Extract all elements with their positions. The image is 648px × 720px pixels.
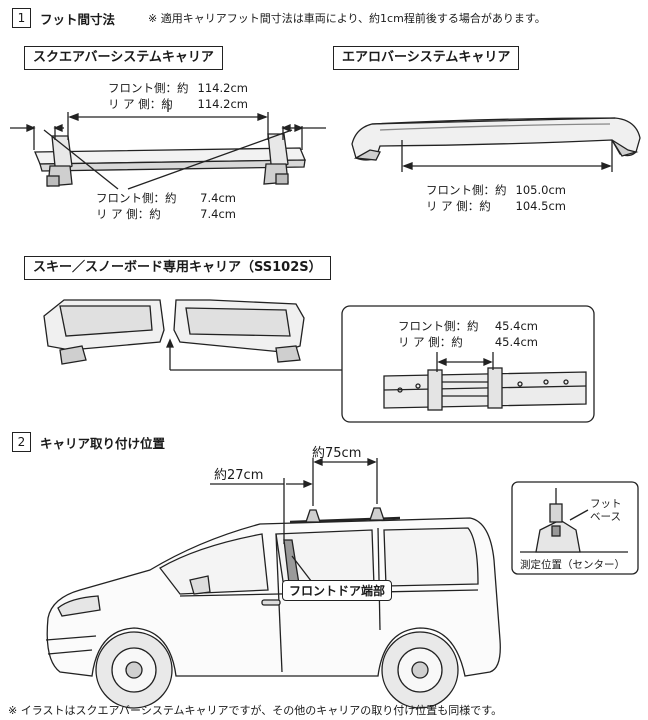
footer-note: ※ イラストはスクエアバーシステムキャリアですが、その他のキャリアの取り付け位置… [8,704,503,717]
square-inner-front-value: 7.4cm [200,191,236,205]
aero-measure: フロント側：約 105.0cm リ ア 側：約 104.5cm [426,182,566,214]
ski-rear-label: リ ア 側：約 [398,335,463,349]
foot-base-inset [511,481,639,575]
square-bar-label: スクエアバーシステムキャリア [24,46,223,70]
section2-number: 2 [12,432,31,452]
aero-front-label: フロント側：約 [426,183,507,197]
square-outer-front-value: 114.2cm [197,81,248,95]
measure-position-label: 測定位置（センター） [520,559,625,571]
section1-note: ※ 適用キャリアフット間寸法は車両により、約1cm程前後する場合があります。 [148,12,546,25]
foot-base-label: フット ベース [590,498,622,523]
ski-carrier-illustration [43,299,595,423]
square-outer-measure: フロント側：約 114.2cm リ ア 側：約 114.2cm [108,80,248,112]
section2-title: キャリア取り付け位置 [40,436,166,451]
dimension-75cm: 約75cm [312,446,362,461]
ski-measure: フロント側：約 45.4cm リ ア 側：約 45.4cm [398,318,538,350]
front-door-edge-tag: フロントドア端部 [282,580,393,601]
aero-bar-illustration [351,117,641,172]
square-inner-measure: フロント側：約 7.4cm リ ア 側：約 7.4cm [96,190,236,222]
aero-rear-label: リ ア 側：約 [426,199,491,213]
van-illustration [45,458,501,709]
square-inner-rear-value: 7.4cm [200,207,236,221]
ski-carrier-label: スキー／スノーボード専用キャリア（SS102S） [24,256,331,280]
aero-bar-label: エアロバーシステムキャリア [333,46,520,70]
square-bar-illustration [10,102,326,190]
section1-number: 1 [12,8,31,28]
square-inner-rear-label: リ ア 側：約 [96,207,161,221]
aero-rear-value: 104.5cm [515,199,566,213]
ski-front-value: 45.4cm [494,319,538,333]
ski-rear-value: 45.4cm [494,335,538,349]
square-outer-rear-label: リ ア 側：約 [108,97,173,111]
ski-front-label: フロント側：約 [398,319,479,333]
square-outer-rear-value: 114.2cm [197,97,248,111]
aero-front-value: 105.0cm [515,183,566,197]
square-outer-front-label: フロント側：約 [108,81,189,95]
dimension-27cm: 約27cm [214,468,264,483]
square-inner-front-label: フロント側：約 [96,191,177,205]
section1-title: フット間寸法 [40,12,116,27]
